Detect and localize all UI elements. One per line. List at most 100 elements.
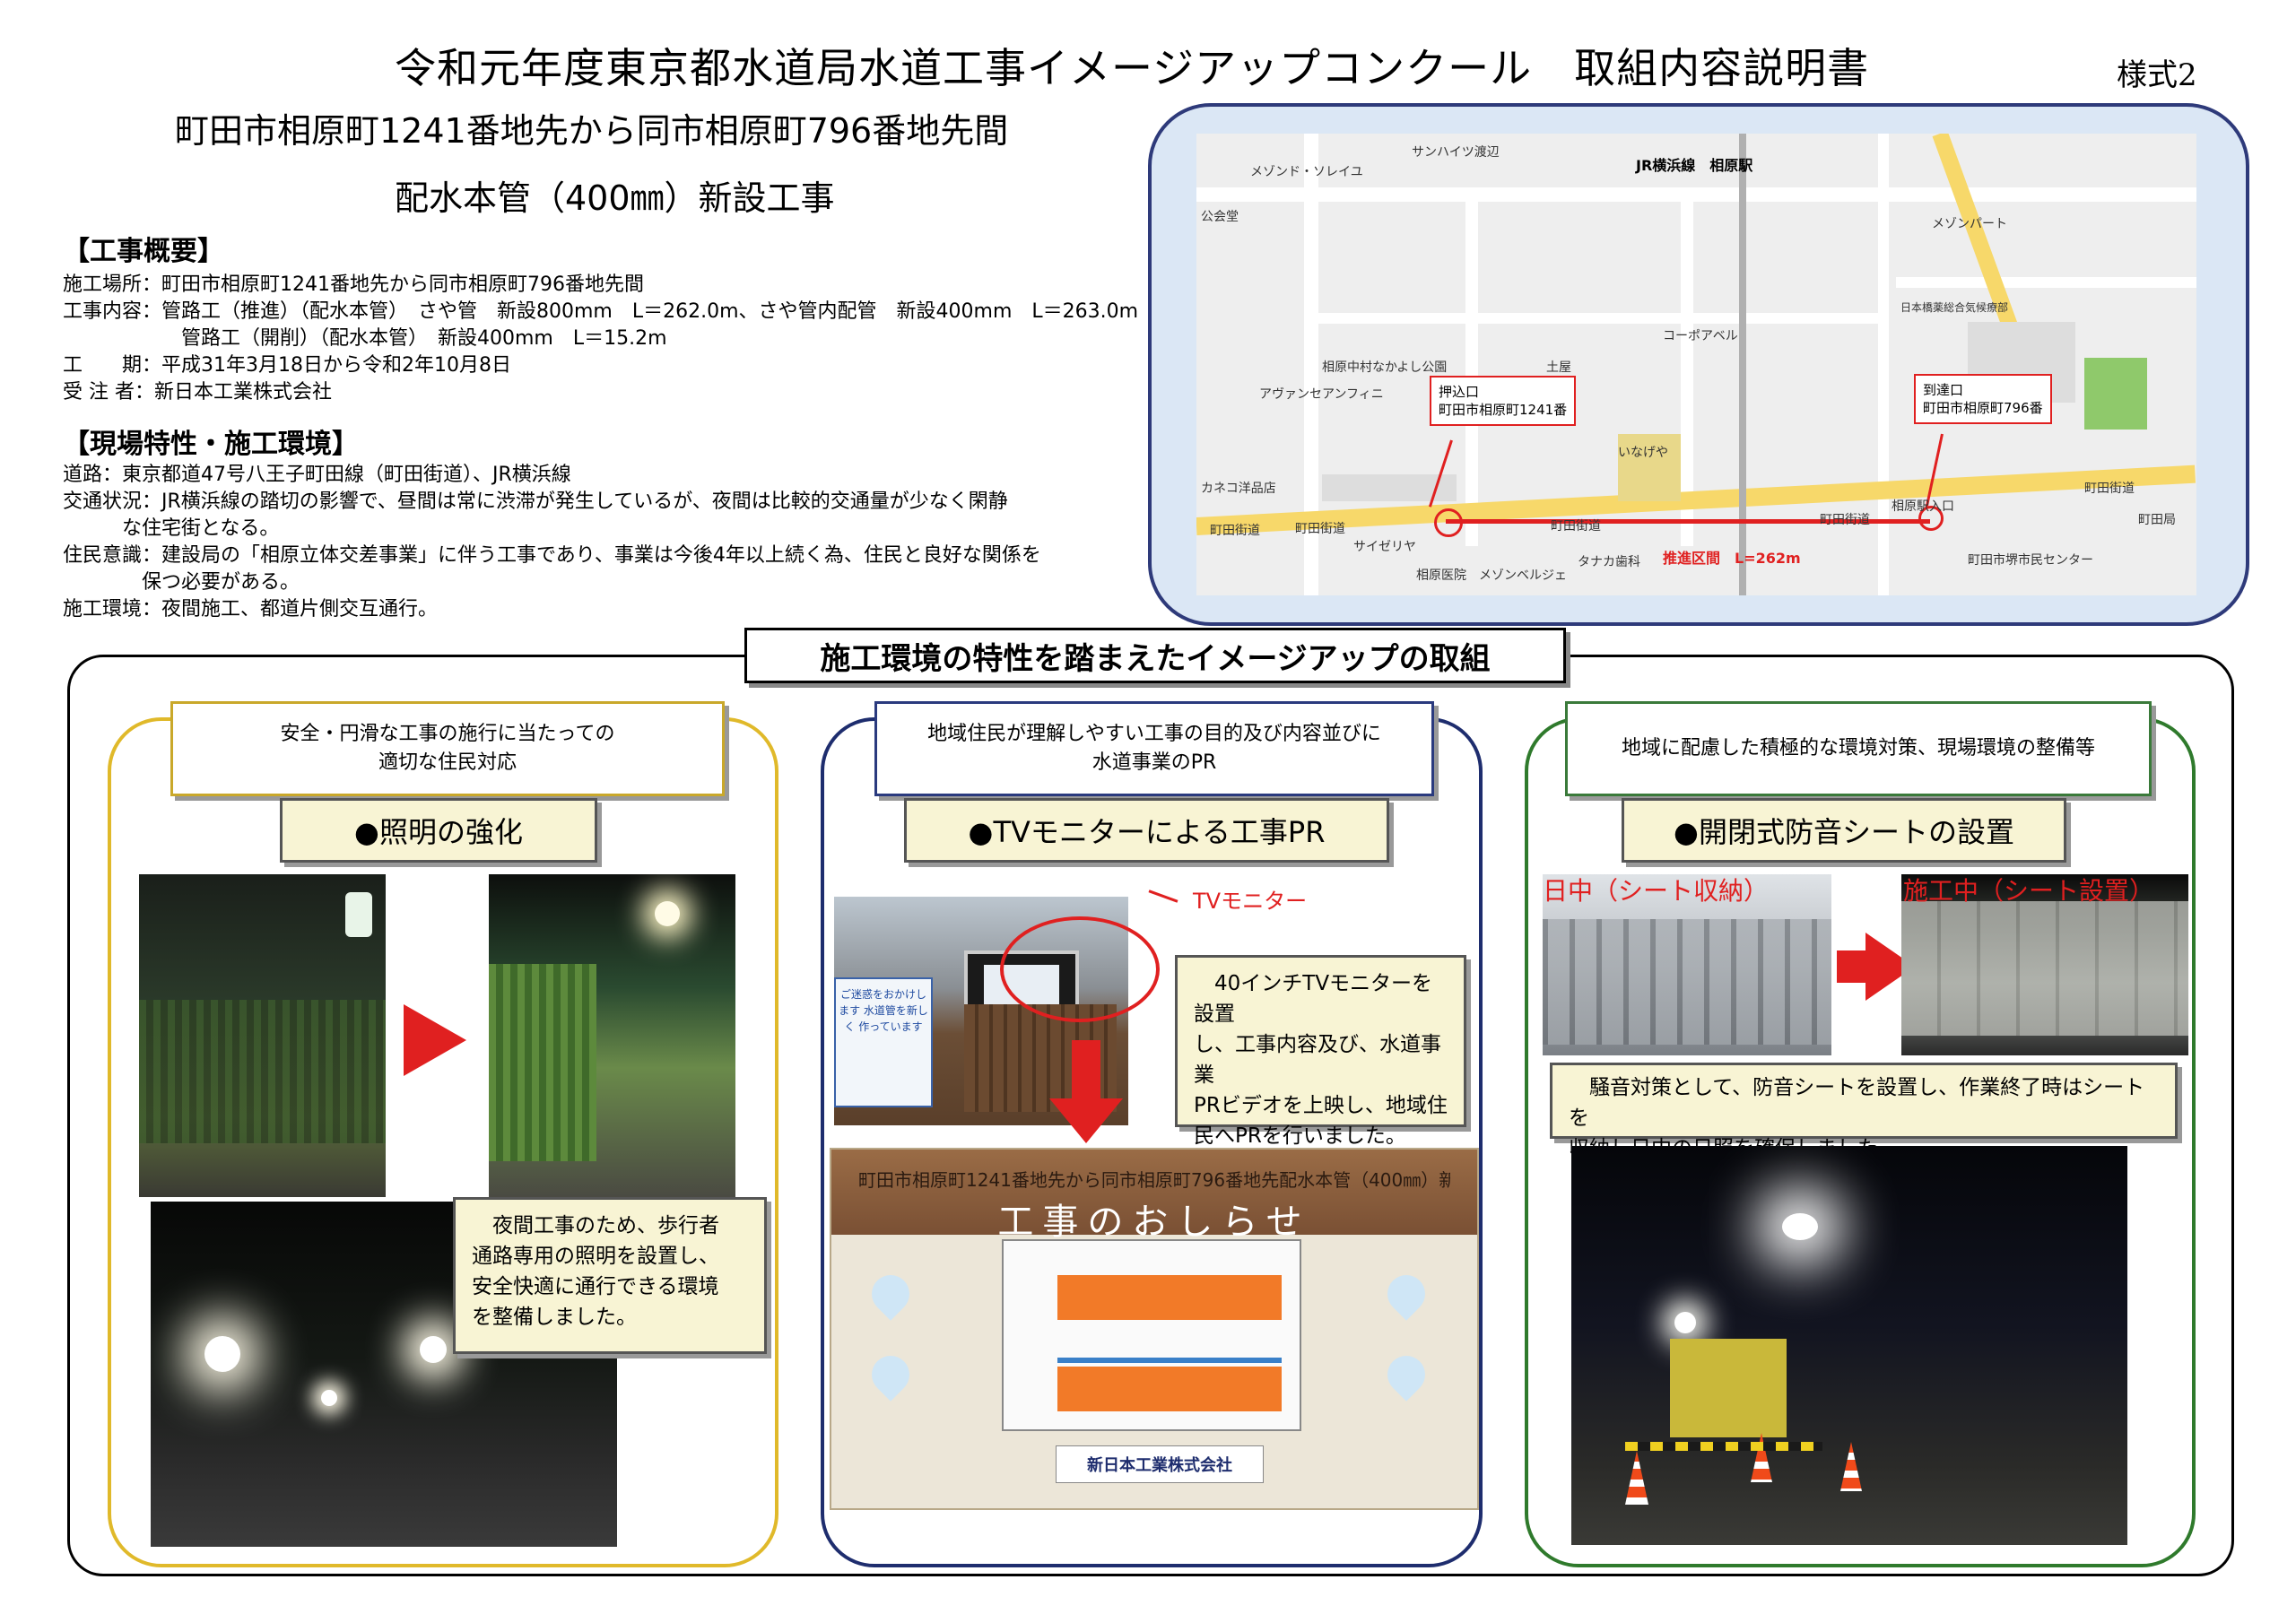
panel-sound-note: 騒音対策として、防音シートを設置し、作業終了時はシートを 収納し日中の日照を確保… — [1550, 1063, 2178, 1160]
page-title: 令和元年度東京都水道局水道工事イメージアップコンクール 取組内容説明書 — [395, 44, 1870, 92]
light-glow — [321, 1390, 337, 1406]
end-callout: 到達口 町田市相原町796番 — [1914, 374, 2052, 424]
sheet-shape — [1901, 901, 2188, 1036]
overview-line: 施工場所：町田市相原町1241番地先から同市相原町796番地先間 — [63, 273, 644, 296]
map-canvas: 押込口 町田市相原町1241番 到達口 町田市相原町796番 JR横浜線 相原駅… — [1196, 134, 2196, 595]
fence-shape — [139, 1000, 386, 1143]
end-callout-title: 到達口 — [1923, 382, 1964, 398]
site-line: 施工環境：夜間施工、都道片側交互通行。 — [63, 598, 439, 621]
note-line: 40インチTVモニターを設置 — [1194, 972, 1433, 1026]
note-line: 夜間工事のため、歩行者 — [472, 1214, 719, 1237]
map-label: 土屋 — [1546, 360, 1571, 375]
note-line: 通路専用の照明を設置し、 — [472, 1245, 719, 1268]
panel-sound-purpose: 地域に配慮した積極的な環境対策、現場環境の整備等 — [1565, 701, 2152, 796]
arrow-shaft — [404, 1022, 435, 1058]
jr-railway — [1739, 134, 1746, 595]
traffic-cone-icon — [1625, 1451, 1648, 1505]
map-road — [1304, 313, 1887, 324]
arrow-down-icon — [1049, 1098, 1123, 1143]
map-label: メゾンド・ソレイユ — [1250, 165, 1363, 179]
overview-line: 工 期：平成31年3月18日から令和2年10月8日 — [63, 354, 511, 377]
map-road — [1465, 187, 1478, 546]
mascot-icon — [1379, 1267, 1433, 1321]
map-label: 町田街道 — [1295, 522, 1345, 536]
photo-before-lighting — [139, 874, 386, 1197]
arrow-shaft — [1837, 950, 1868, 983]
start-callout: 押込口 町田市相原町1241番 — [1430, 376, 1577, 426]
end-callout-address: 町田市相原町796番 — [1923, 400, 2043, 416]
fence-shape — [489, 964, 596, 1161]
site-line: 保つ必要がある。 — [63, 571, 300, 594]
map-label: コーポアベル — [1663, 329, 1738, 343]
map-label: 相原中村なかよし公園 — [1322, 360, 1448, 375]
site-line: 交通状況：JR横浜線の踏切の影響で、昼間は常に渋滞が発生しているが、夜間は比較的… — [63, 490, 1008, 513]
map-label: 相原駅入口 — [1892, 499, 1954, 514]
traffic-cone-icon — [1751, 1433, 1772, 1482]
start-point-marker — [1434, 508, 1463, 537]
site-line: 住民意識：建設局の「相原立体交差事業」に伴う工事であり、事業は今後4年以上続く為… — [63, 544, 1041, 567]
push-section-line — [1446, 519, 1930, 524]
note-line: し、工事内容及び、水道事業 — [1194, 1033, 1441, 1087]
sign-header-board — [831, 1150, 1477, 1235]
diagram-pipe — [1057, 1358, 1282, 1363]
purpose-line: 地域住民が理解しやすい工事の目的及び内容並びに — [927, 723, 1381, 745]
map-label: 町田市堺市民センター — [1968, 553, 2093, 568]
purpose-line: 適切な住民対応 — [378, 751, 517, 774]
project-location: 町田市相原町1241番地先から同市相原町796番地先間 — [175, 111, 1009, 151]
construction-diagram — [1002, 1239, 1301, 1431]
map-label: サンハイツ渡辺 — [1412, 145, 1500, 160]
mascot-icon — [864, 1348, 918, 1402]
map-road — [1878, 134, 1889, 595]
panel-lighting-purpose: 安全・円滑な工事の施行に当たっての適切な住民対応 — [170, 701, 725, 796]
overview-line: 工事内容：管路工（推進）（配水本管） さや管 新設800mm L＝262.0m、… — [63, 300, 1139, 323]
sign-title: 町田市相原町1241番地先から同市相原町796番地先配水本管（400㎜）新設工事 — [858, 1169, 1450, 1191]
map-label: 町田街道 — [1820, 513, 1870, 527]
site-line: 道路：東京都道47号八王子町田線（町田街道）、JR横浜線 — [63, 464, 571, 486]
map-label: 町田街道 — [1210, 524, 1260, 538]
form-number: 様式2 — [2117, 57, 2197, 93]
photo-after-lighting — [489, 874, 735, 1197]
section-length: L=262m — [1735, 550, 1801, 567]
note-line: 民へPRを行いました。 — [1194, 1124, 1406, 1148]
station-sign-icon — [345, 892, 372, 937]
tv-label: TVモニター — [1193, 889, 1308, 914]
note-line: PRビデオを上映し、地域住 — [1194, 1094, 1448, 1117]
map-park — [2084, 358, 2147, 430]
scaffold-shape — [1543, 919, 1831, 1045]
panel-lighting-note: 夜間工事のため、歩行者 通路専用の照明を設置し、 安全快適に通行できる環境 を整… — [453, 1197, 767, 1354]
overview-line: 管路工（開削）（配水本管） 新設400mm L＝15.2m — [63, 327, 667, 350]
map-label: 日本橋薬総合気候療部 — [1900, 301, 2009, 314]
start-callout-title: 押込口 — [1439, 384, 1480, 400]
panel-tv-header: ●TVモニターによる工事PR — [904, 798, 1389, 863]
map-label: サイゼリヤ — [1353, 540, 1416, 554]
panel-tv-note: 40インチTVモニターを設置 し、工事内容及び、水道事業 PRビデオを上映し、地… — [1175, 955, 1466, 1148]
panel-tv-purpose: 地域住民が理解しやすい工事の目的及び内容並びに水道事業のPR — [874, 701, 1434, 796]
map-road — [1304, 134, 1318, 595]
light-glow — [420, 1336, 447, 1363]
purpose-line: 水道事業のPR — [1091, 751, 1217, 774]
traffic-cone-icon — [1840, 1442, 1862, 1491]
panel-lighting-header: ●照明の強化 — [280, 798, 597, 863]
mascot-icon — [864, 1267, 918, 1321]
diagram-ground — [1057, 1275, 1282, 1320]
work-label: 施工中（シート設置） — [1903, 876, 2155, 906]
light-glow — [1782, 1213, 1818, 1240]
light-glow — [1674, 1312, 1696, 1333]
barrier-bar — [1625, 1442, 1822, 1451]
daytime-label: 日中（シート収納） — [1543, 876, 1770, 906]
purpose-line: 地域に配慮した積極的な環境対策、現場環境の整備等 — [1621, 737, 2095, 759]
map-label: 公会堂 — [1201, 210, 1239, 224]
map-road — [1196, 187, 2196, 202]
map-label: 相原医院 — [1416, 568, 1466, 583]
overview-heading: 【工事概要】 — [63, 236, 224, 267]
note-line: を整備しました。 — [472, 1306, 637, 1329]
photo-daytime-sheet — [1543, 874, 1831, 1055]
map-label: いなげや — [1618, 446, 1668, 460]
map-label: 町田街道 — [2084, 482, 2135, 496]
map-label: カネコ洋品店 — [1201, 482, 1276, 496]
sign-subtitle: 工事のおしらせ — [997, 1202, 1311, 1243]
section-label: 推進区間 L=262m — [1663, 546, 1801, 568]
site-list: 道路：東京都道47号八王子町田線（町田街道）、JR横浜線 交通状況：JR横浜線の… — [63, 462, 1041, 623]
photo-work-sheet — [1901, 874, 2188, 1055]
arrow-shaft — [1072, 1040, 1100, 1103]
